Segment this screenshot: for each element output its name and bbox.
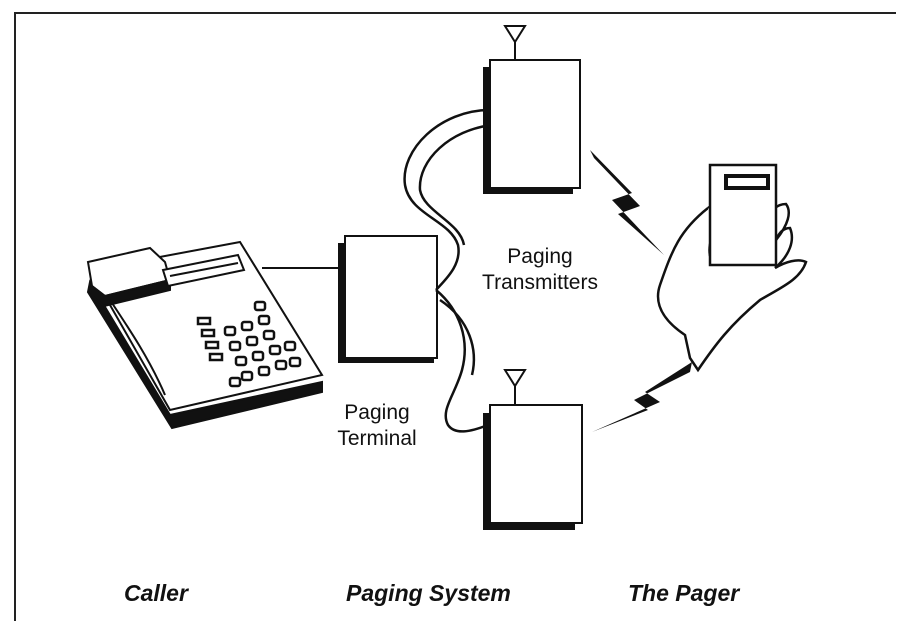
paging-system-caption: Paging System [346,580,511,606]
top-transmitter-box [483,59,581,194]
paging-transmitters-label: Paging Transmitters [470,244,610,296]
antenna-icon [503,25,527,60]
terminal-cables [403,108,493,433]
the-pager-caption: The Pager [628,580,740,606]
telephone-icon [86,240,324,430]
paging-terminal-line2: Terminal [337,427,417,450]
antenna-icon [503,369,527,405]
lightning-bolt-icon [592,362,692,432]
caller-caption: Caller [124,580,188,606]
paging-transmitters-line1: Paging [507,245,573,268]
diagram-frame [14,12,896,621]
lightning-bolt-icon [590,150,664,255]
paging-terminal-line1: Paging [344,401,410,424]
pager-icon [708,163,778,267]
paging-transmitters-line2: Transmitters [482,271,598,294]
bottom-transmitter-box [483,404,583,530]
paging-terminal-label: Paging Terminal [312,400,442,452]
paging-terminal-box [338,235,438,363]
